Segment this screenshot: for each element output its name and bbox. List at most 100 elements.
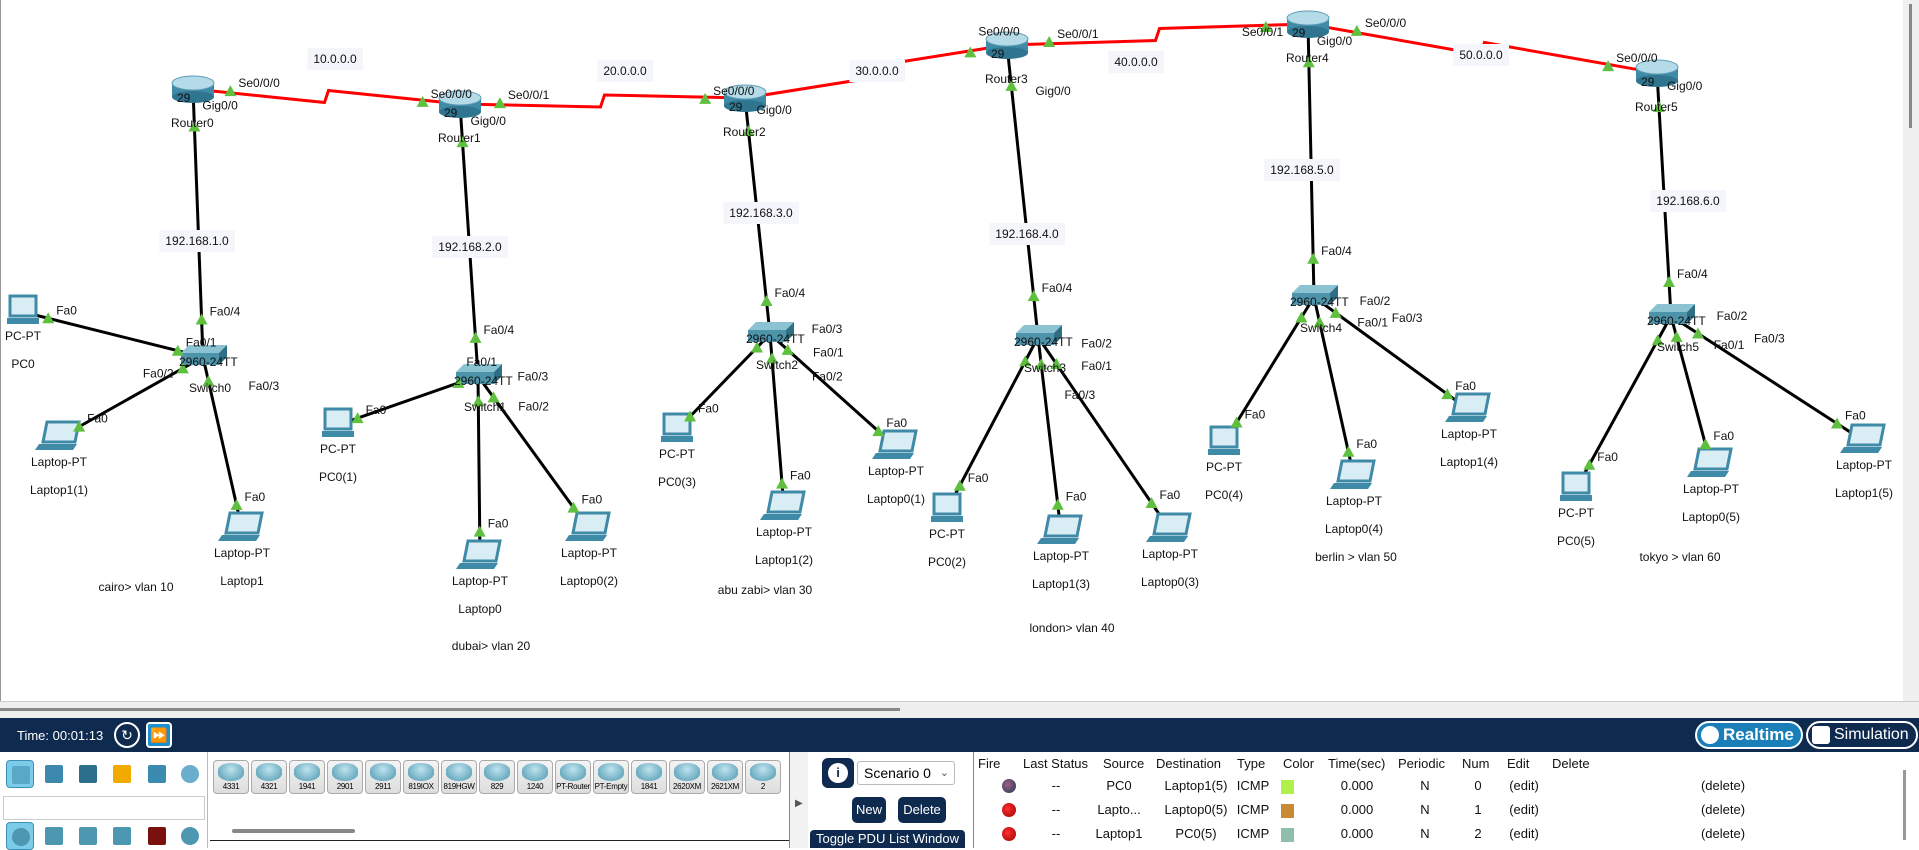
device-model-tile[interactable]: 4331: [213, 760, 249, 794]
device-model-tile[interactable]: PT-Empty: [593, 760, 629, 794]
fire-pdu-icon[interactable]: [1002, 827, 1016, 841]
multiuser-category-icon[interactable]: [176, 760, 204, 788]
collapse-arrow-icon[interactable]: ▶: [795, 798, 803, 809]
device-model-tile[interactable]: 829: [479, 760, 515, 794]
laptop-laptop1_3[interactable]: [1037, 514, 1083, 544]
delete-pdu-link[interactable]: (delete): [1700, 778, 1746, 793]
delete-pdu-link[interactable]: (delete): [1700, 826, 1746, 841]
pc-pc0_4[interactable]: [1208, 425, 1240, 455]
fast-forward-icon[interactable]: ⏩: [146, 722, 172, 748]
device-model-tile[interactable]: 1941: [289, 760, 325, 794]
router-icon: [1286, 10, 1330, 26]
simulation-button[interactable]: Simulation: [1806, 721, 1918, 749]
miscellaneous-category-icon[interactable]: [143, 760, 171, 788]
serial-link[interactable]: [192, 87, 461, 106]
device-model-tile[interactable]: 1841: [631, 760, 667, 794]
laptop-laptop1_1[interactable]: [35, 420, 81, 450]
router-router1[interactable]: [438, 90, 482, 118]
fire-pdu-icon[interactable]: [1002, 803, 1016, 817]
network-devices-category-icon[interactable]: [6, 760, 34, 788]
device-search-input[interactable]: [3, 796, 205, 820]
device-model-tile[interactable]: 2901: [327, 760, 363, 794]
network-label: 20.0.0.0: [603, 64, 647, 78]
scroll-thumb[interactable]: [0, 708, 900, 711]
laptop-laptop1_4[interactable]: [1445, 392, 1491, 422]
edit-pdu-link[interactable]: (edit): [1509, 778, 1539, 793]
delete-scenario-button[interactable]: Delete: [898, 797, 946, 823]
routers-subcategory-icon[interactable]: [6, 822, 34, 850]
router-router0[interactable]: [171, 75, 215, 103]
device-model-tile[interactable]: 4321: [251, 760, 287, 794]
realtime-button[interactable]: Realtime: [1695, 721, 1803, 749]
scroll-thumb[interactable]: [1909, 4, 1912, 128]
wan-emulation-subcategory-icon[interactable]: [176, 822, 204, 850]
switch-switch3[interactable]: [1016, 325, 1062, 345]
router-router4[interactable]: [1286, 10, 1330, 38]
edit-pdu-link[interactable]: (edit): [1509, 802, 1539, 817]
device-model-tile[interactable]: 2911: [365, 760, 401, 794]
device-model-tile[interactable]: 1240: [517, 760, 553, 794]
ethernet-link[interactable]: [1005, 44, 1040, 338]
laptop-laptop1_2[interactable]: [760, 490, 806, 520]
panel-splitter[interactable]: ▶: [790, 752, 808, 848]
switch-switch0[interactable]: [181, 345, 227, 365]
device-model-tile[interactable]: 819IOX: [403, 760, 439, 794]
router-router2[interactable]: [723, 84, 767, 112]
laptop-laptop1[interactable]: [218, 511, 264, 541]
laptop-laptop0[interactable]: [456, 539, 502, 569]
new-scenario-button[interactable]: New: [852, 797, 886, 823]
router-router3[interactable]: [985, 31, 1029, 59]
laptop-laptop0_3[interactable]: [1146, 512, 1192, 542]
pc-pc0_5[interactable]: [1560, 471, 1592, 501]
end-devices-category-icon[interactable]: [40, 760, 68, 788]
pdu-periodic: N: [1420, 826, 1430, 841]
serial-link[interactable]: [1006, 22, 1309, 47]
device-model-tile[interactable]: PT-Router: [555, 760, 591, 794]
fire-pdu-icon[interactable]: [1002, 779, 1016, 793]
serial-link[interactable]: [459, 93, 746, 109]
security-subcategory-icon[interactable]: [143, 822, 171, 850]
pdu-scrollbar[interactable]: [1903, 770, 1906, 840]
laptop-laptop1_5[interactable]: [1840, 423, 1886, 453]
laptop-laptop0_5[interactable]: [1687, 447, 1733, 477]
pc-pc0_3[interactable]: [661, 412, 693, 442]
laptop-laptop0_1[interactable]: [872, 429, 918, 459]
hubs-subcategory-icon[interactable]: [74, 822, 102, 850]
device-model: Laptop-PT: [1326, 494, 1383, 508]
device-model-tile[interactable]: 2620XM: [669, 760, 705, 794]
power-cycle-icon[interactable]: ↻: [114, 722, 140, 748]
switch-switch4[interactable]: [1292, 285, 1338, 305]
ethernet-link[interactable]: [191, 88, 205, 358]
ethernet-link[interactable]: [1036, 336, 1063, 533]
device-name: Laptop0: [458, 602, 502, 616]
components-category-icon[interactable]: [74, 760, 102, 788]
pc-pc0[interactable]: [7, 294, 39, 324]
edit-pdu-link[interactable]: (edit): [1509, 826, 1539, 841]
pc-pc0_1[interactable]: [322, 407, 354, 437]
wireless-subcategory-icon[interactable]: [108, 822, 136, 850]
laptop-laptop0_4[interactable]: [1330, 459, 1376, 489]
horizontal-scrollbar[interactable]: [0, 701, 1919, 718]
ethernet-link[interactable]: [1036, 336, 1172, 531]
ethernet-link[interactable]: [22, 310, 204, 359]
vertical-scrollbar[interactable]: [1903, 0, 1919, 701]
switch-switch2[interactable]: [748, 322, 794, 342]
device-list-scrollbar[interactable]: [232, 829, 355, 833]
ethernet-link[interactable]: [1670, 314, 1865, 443]
device-model-tile[interactable]: 819HGW: [441, 760, 477, 794]
switch-switch1[interactable]: [456, 364, 502, 384]
device-model-tile[interactable]: 2621XM: [707, 760, 743, 794]
scenario-select[interactable]: Scenario 0⌄: [857, 761, 955, 785]
switch-switch5[interactable]: [1649, 304, 1695, 324]
switches-subcategory-icon[interactable]: [40, 822, 68, 850]
device-model-tile[interactable]: 2: [745, 760, 781, 794]
info-button[interactable]: i: [822, 758, 854, 788]
connections-category-icon[interactable]: [108, 760, 136, 788]
delete-pdu-link[interactable]: (delete): [1700, 802, 1746, 817]
toggle-pdu-list-button[interactable]: Toggle PDU List Window: [810, 830, 965, 848]
laptop-laptop0_2[interactable]: [565, 511, 611, 541]
pc-pc0_2[interactable]: [931, 492, 963, 522]
router-router5[interactable]: [1635, 59, 1679, 87]
